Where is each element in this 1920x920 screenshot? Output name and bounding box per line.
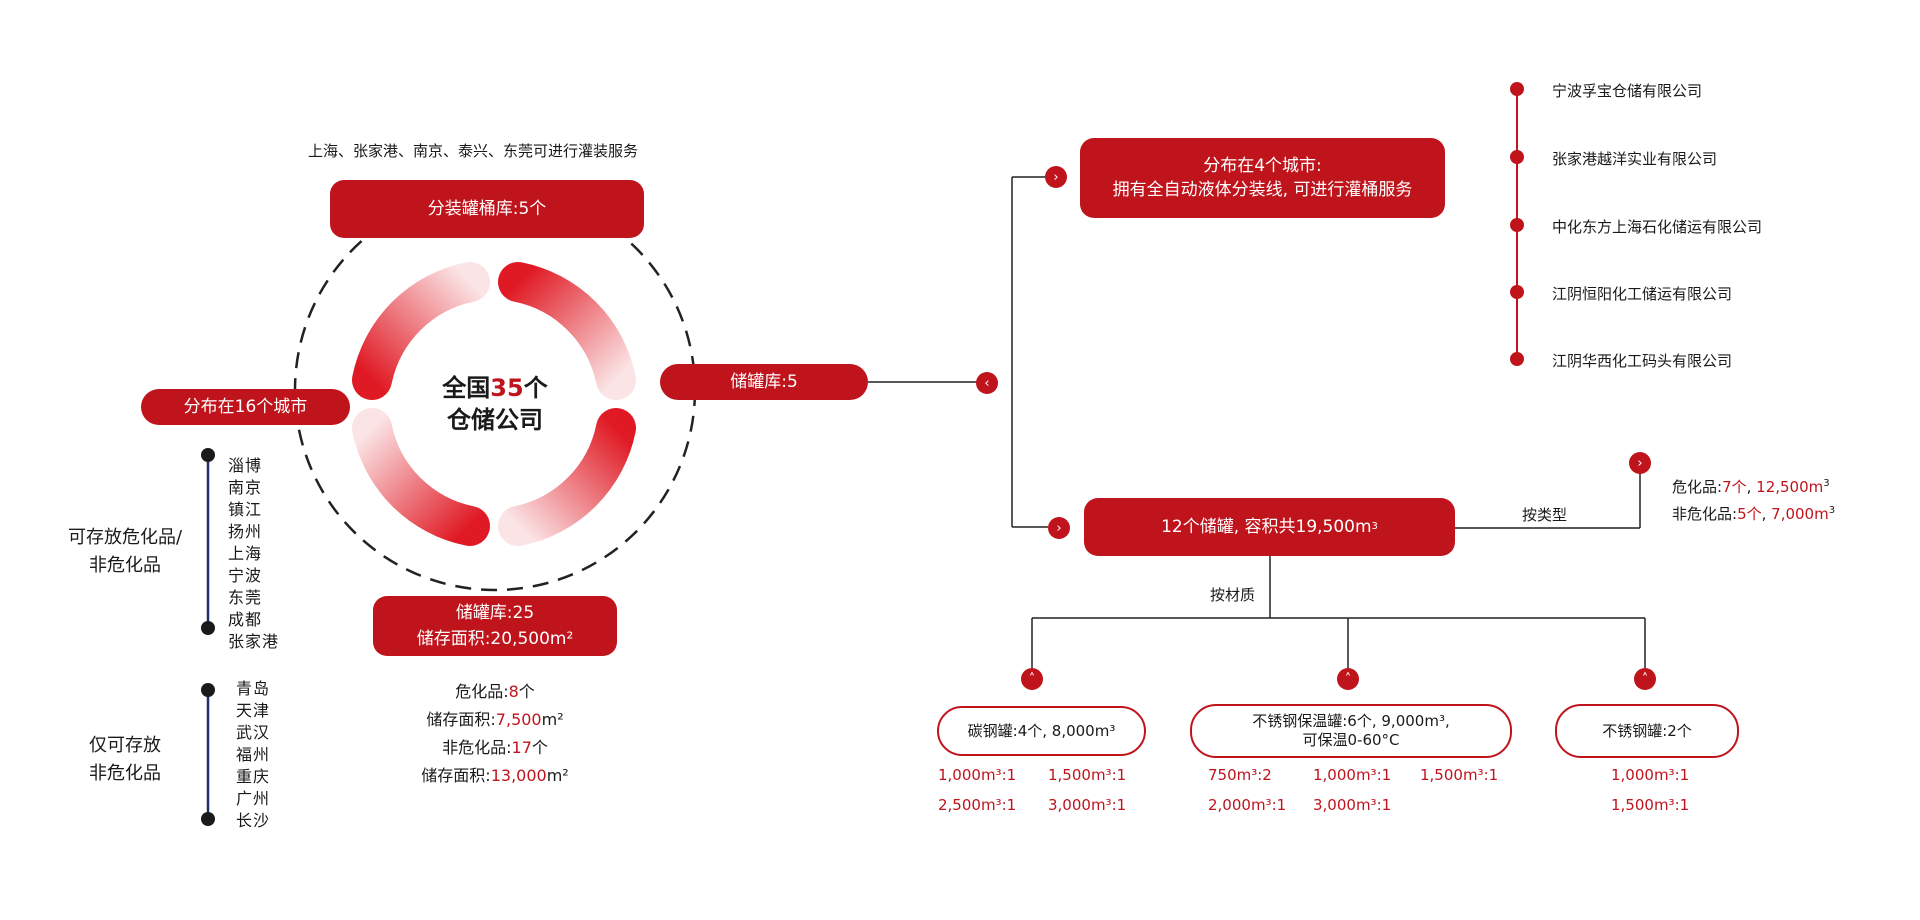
filling-depot-pill: 分装罐桶库:5个: [330, 180, 644, 238]
chevron-up-icon: ˄: [1337, 668, 1359, 690]
nonhazard-label-l1: 仅可存放: [89, 735, 161, 756]
city-item: 福州: [236, 745, 271, 764]
tank-depot-line2: 储存面积:20,500m²: [416, 629, 574, 649]
center-number: 35: [490, 374, 524, 402]
city-item: 南京: [228, 478, 263, 497]
tank-spec: 1,500m³:1: [1048, 766, 1127, 784]
company-item: 中化东方上海石化储运有限公司: [1552, 218, 1763, 236]
filling-service-note: 上海、张家港、南京、泰兴、东莞可进行灌装服务: [308, 142, 639, 160]
tank-spec: 2,500m³:1: [938, 796, 1017, 814]
company-item: 张家港越洋实业有限公司: [1552, 150, 1718, 168]
city-item: 重庆: [236, 767, 271, 786]
city-item: 张家港: [228, 632, 280, 651]
tank-spec: 3,000m³:1: [1048, 796, 1127, 814]
chevron-right-icon: ›: [1048, 517, 1070, 539]
company-dot: [1510, 285, 1524, 299]
tank-spec: 2,000m³:1: [1208, 796, 1287, 814]
stat-row: 储存面积:13,000m²: [421, 766, 569, 785]
cities-pill: 分布在16个城市: [141, 389, 350, 425]
hazard-label-l1: 可存放危化品/: [67, 527, 183, 548]
stat-row: 储存面积:7,500m²: [426, 710, 564, 729]
city-item: 长沙: [236, 811, 271, 830]
by-material-label: 按材质: [1210, 586, 1256, 604]
company-item: 江阴华西化工码头有限公司: [1552, 352, 1733, 370]
arc-top-left: [352, 262, 490, 400]
timeline-dot: [201, 683, 215, 697]
tank-spec: 3,000m³:1: [1313, 796, 1392, 814]
city-item: 武汉: [236, 723, 271, 742]
tank-depot-line1: 储罐库:25: [455, 603, 535, 623]
city-item: 东莞: [228, 588, 263, 607]
material-stainless-insulated: 不锈钢保温罐:6个, 9,000m³,可保温0-60°C: [1190, 704, 1512, 758]
tank-spec: 1,500m³:1: [1611, 796, 1690, 814]
by-type-nonhazard: 非危化品:5个, 7,000m3: [1672, 505, 1836, 523]
material-stainless: 不锈钢罐:2个: [1555, 704, 1739, 758]
city-item: 镇江: [228, 500, 263, 519]
chevron-up-icon: ˄: [1634, 668, 1656, 690]
company-dot: [1510, 218, 1524, 232]
chevron-left-icon: ‹: [976, 372, 998, 394]
hazard-group-label: 可存放危化品/ 非危化品: [60, 524, 190, 580]
nonhazard-group-label: 仅可存放 非危化品: [60, 732, 190, 788]
company-item: 宁波孚宝仓储有限公司: [1552, 82, 1703, 100]
tank-spec: 750m³:2: [1208, 766, 1272, 784]
tank-spec: 1,500m³:1: [1420, 766, 1499, 784]
material-carbon-steel: 碳钢罐:4个, 8,000m³: [937, 706, 1146, 756]
city-item: 上海: [228, 544, 263, 563]
by-type-label: 按类型: [1522, 506, 1568, 524]
depot-stats: 危化品:8个 储存面积:7,500m² 非危化品:17个 储存面积:13,000…: [375, 678, 615, 790]
hazard-city-list: 淄博 南京 镇江 扬州 上海 宁波 东莞 成都 张家港: [228, 455, 279, 653]
four-cities-line2: 拥有全自动液体分装线, 可进行灌桶服务: [1112, 180, 1413, 200]
tank-depot-pill: 储罐库:25 储存面积:20,500m²: [373, 596, 617, 656]
storage-pill: 储罐库:5: [660, 364, 868, 400]
tank-spec: 1,000m³:1: [938, 766, 1017, 784]
tanks-summary-text: 12个储罐, 容积共19,500m: [1161, 517, 1372, 537]
company-item: 江阴恒阳化工储运有限公司: [1552, 285, 1733, 303]
arc-bottom-right: [498, 408, 636, 546]
nonhazard-city-list: 青岛 天津 武汉 福州 重庆 广州 长沙: [236, 678, 270, 832]
by-type-hazard: 危化品:7个, 12,500m3: [1672, 478, 1830, 496]
tank-spec: 1,000m³:1: [1611, 766, 1690, 784]
chevron-right-icon: ›: [1629, 452, 1651, 474]
stat-row: 危化品:8个: [455, 682, 535, 701]
city-item: 扬州: [228, 522, 263, 541]
chevron-right-icon: ›: [1045, 166, 1067, 188]
company-dot: [1510, 150, 1524, 164]
timeline-dot: [201, 621, 215, 635]
chevron-up-icon: ˄: [1021, 668, 1043, 690]
company-dot: [1510, 352, 1524, 366]
city-item: 成都: [228, 610, 263, 629]
center-title: 全国35个 仓储公司: [395, 372, 595, 436]
center-prefix: 全国: [442, 374, 491, 402]
city-item: 青岛: [236, 679, 271, 698]
center-line2: 仓储公司: [447, 406, 543, 434]
stat-row: 非危化品:17个: [442, 738, 548, 757]
arc-top-right: [498, 262, 636, 400]
hazard-label-l2: 非危化品: [89, 555, 161, 576]
city-item: 宁波: [228, 566, 263, 585]
city-item: 天津: [236, 701, 271, 720]
center-suffix: 个: [523, 374, 548, 402]
timeline-dot: [201, 812, 215, 826]
four-cities-line1: 分布在4个城市:: [1203, 156, 1322, 176]
tank-spec: 1,000m³:1: [1313, 766, 1392, 784]
nonhazard-label-l2: 非危化品: [89, 763, 161, 784]
arc-bottom-left: [352, 408, 490, 546]
company-dot: [1510, 82, 1524, 96]
city-item: 广州: [236, 789, 271, 808]
city-item: 淄博: [228, 456, 263, 475]
timeline-dot: [201, 448, 215, 462]
four-cities-pill: 分布在4个城市: 拥有全自动液体分装线, 可进行灌桶服务: [1080, 138, 1445, 218]
